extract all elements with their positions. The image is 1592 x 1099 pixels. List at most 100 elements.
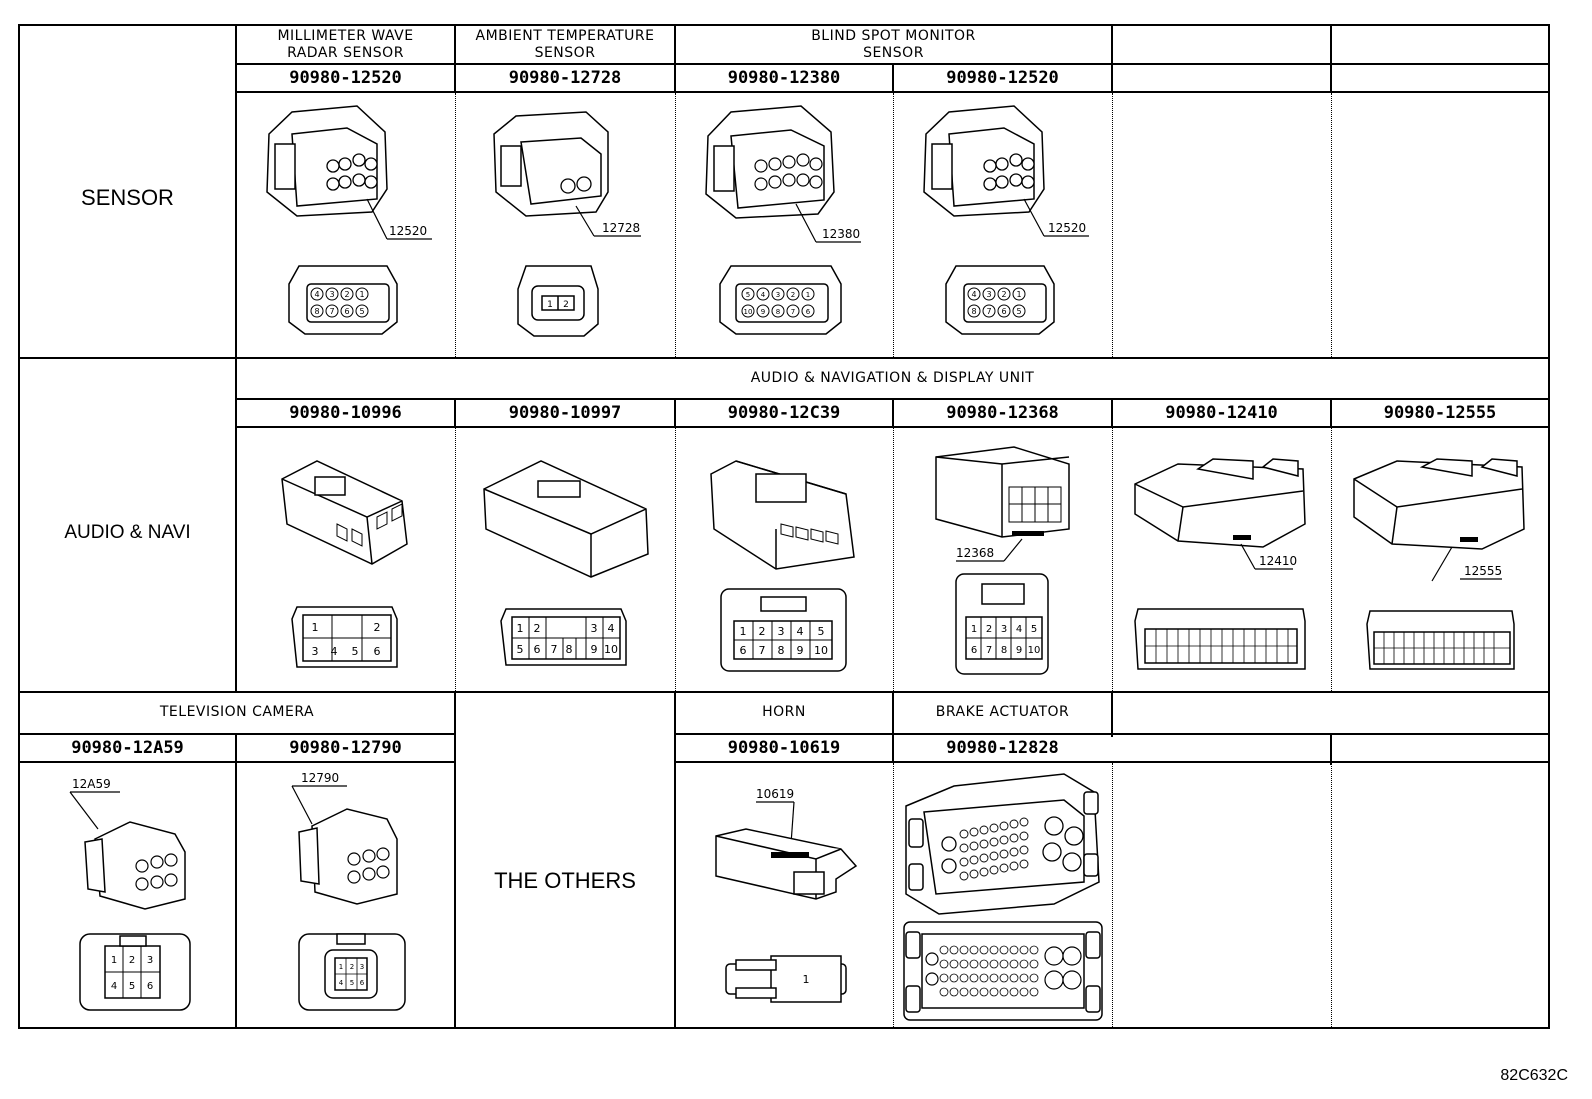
connector-10997-drawing: 1 2 3 4 5 6 7 8 9 10 — [483, 460, 649, 666]
group-label-blind-spot-sensor: BLIND SPOT MONITOR SENSOR — [811, 28, 976, 61]
pin-label: 10 — [814, 644, 828, 657]
part-number: 90980-10996 — [289, 403, 402, 423]
part-number: 90980-10997 — [508, 403, 622, 423]
connector-12410-drawing: 12410 — [1134, 458, 1306, 670]
pin-label: 6 — [971, 645, 977, 656]
pin-label: 3 — [329, 290, 334, 299]
pin-label: 4 — [111, 981, 117, 992]
pin-label: 3 — [312, 645, 319, 658]
group-label-brake-actuator: BRAKE ACTUATOR — [935, 704, 1070, 720]
pin-label: 9 — [591, 643, 598, 656]
connector-12828-drawing — [903, 773, 1103, 1021]
pin-label: 10 — [744, 308, 753, 316]
pin-label: 5 — [352, 645, 359, 658]
pin-label: 3 — [778, 625, 785, 638]
pin-label: 8 — [778, 644, 785, 657]
pin-label: 9 — [1016, 645, 1022, 656]
pin-label: 7 — [986, 307, 991, 316]
pin-label: 2 — [986, 624, 992, 635]
pin-label: 5 — [746, 291, 750, 299]
category-audio-navi: AUDIO & NAVI — [64, 522, 191, 543]
pin-label: 4 — [314, 290, 319, 299]
callout-label: 12555 — [1464, 564, 1502, 578]
pin-label: 5 — [1016, 307, 1021, 316]
part-number: 90980-12380 — [727, 68, 841, 88]
connector-12520-drawing: 12520 4 3 2 1 8 7 6 5 — [923, 105, 1089, 335]
pin-label: 6 — [806, 308, 811, 316]
pin-label: 4 — [331, 645, 338, 658]
pin-label: 7 — [791, 308, 795, 316]
connector-12728-drawing: 12728 1 2 — [493, 111, 641, 337]
connector-12380-drawing: 12380 5 4 3 2 1 10 9 8 7 6 — [705, 105, 861, 335]
pin-label: 7 — [986, 645, 992, 656]
pin-label: 3 — [1001, 624, 1007, 635]
pin-label: 4 — [797, 625, 804, 638]
part-number: 90980-12828 — [946, 738, 1059, 758]
pin-label: 5 — [1031, 624, 1037, 635]
pin-label: 3 — [147, 955, 153, 966]
pin-label: 2 — [344, 290, 349, 299]
group-label-television-camera: TELEVISION CAMERA — [159, 704, 315, 720]
callout-label: 12A59 — [72, 777, 111, 791]
pin-label: 1 — [740, 625, 747, 638]
pin-label: 1 — [312, 621, 319, 634]
pin-label: 6 — [374, 645, 381, 658]
category-sensor: SENSOR — [81, 185, 174, 210]
pin-label: 2 — [791, 291, 795, 299]
pin-label: 1 — [111, 955, 117, 966]
connector-12a59-drawing: 12A59 1 2 3 4 5 6 — [69, 777, 191, 1011]
callout-label: 10619 — [756, 787, 794, 801]
part-number: 90980-12368 — [946, 403, 1059, 423]
callout-label: 12728 — [602, 221, 640, 235]
pin-label: 6 — [360, 979, 365, 987]
group-label-ambient-sensor: AMBIENT TEMPERATURE SENSOR — [475, 28, 655, 61]
callout-label: 12790 — [301, 771, 339, 785]
pin-label: 2 — [563, 300, 569, 310]
connector-12790-drawing: 12790 1 2 3 4 5 6 — [291, 771, 406, 1011]
pin-label: 7 — [329, 307, 334, 316]
pin-label: 1 — [517, 622, 524, 635]
pin-label: 9 — [761, 308, 765, 316]
part-number: 90980-12555 — [1383, 403, 1497, 423]
pin-label: 2 — [129, 955, 135, 966]
part-number: 90980-12790 — [289, 738, 402, 758]
pin-label: 3 — [591, 622, 598, 635]
pin-label: 1 — [339, 963, 343, 971]
pin-label: 1 — [1016, 290, 1021, 299]
callout-label: 12368 — [956, 546, 994, 560]
connector-12368-drawing: 12368 1 2 3 4 5 6 7 8 9 10 — [935, 446, 1070, 675]
pin-label: 10 — [604, 643, 618, 656]
pin-label: 8 — [1001, 645, 1007, 656]
part-number: 90980-12520 — [946, 68, 1059, 88]
pin-label: 3 — [776, 291, 780, 299]
pin-label: 10 — [1028, 645, 1041, 656]
pin-label: 6 — [740, 644, 747, 657]
pin-label: 4 — [339, 979, 344, 987]
pin-label: 6 — [344, 307, 349, 316]
pin-label: 6 — [1001, 307, 1006, 316]
pin-label: 1 — [806, 291, 810, 299]
part-number: 90980-12A59 — [71, 738, 184, 758]
pin-label: 3 — [360, 963, 364, 971]
pin-label: 2 — [1001, 290, 1006, 299]
pin-label: 9 — [797, 644, 804, 657]
figure-code: 82C632C — [1500, 1067, 1568, 1084]
pin-label: 4 — [1016, 624, 1022, 635]
part-number: 90980-10619 — [727, 738, 841, 758]
pin-label: 2 — [534, 622, 541, 635]
group-label-audio-navigation: AUDIO & NAVIGATION & DISPLAY UNIT — [750, 370, 1035, 386]
pin-label: 1 — [547, 300, 553, 310]
pin-label: 5 — [517, 643, 524, 656]
pin-label: 2 — [350, 963, 354, 971]
pin-label: 6 — [147, 981, 153, 992]
pin-label: 8 — [971, 307, 976, 316]
pin-label: 5 — [350, 979, 354, 987]
pin-label: 1 — [359, 290, 364, 299]
connector-12c39-drawing: 1 2 3 4 5 6 7 8 9 10 — [710, 460, 855, 672]
pin-label: 8 — [566, 643, 573, 656]
pin-label: 2 — [759, 625, 766, 638]
pin-label: 8 — [314, 307, 319, 316]
pin-label: 1 — [803, 973, 810, 986]
pin-label: 5 — [818, 625, 825, 638]
callout-label: 12520 — [1048, 221, 1086, 235]
